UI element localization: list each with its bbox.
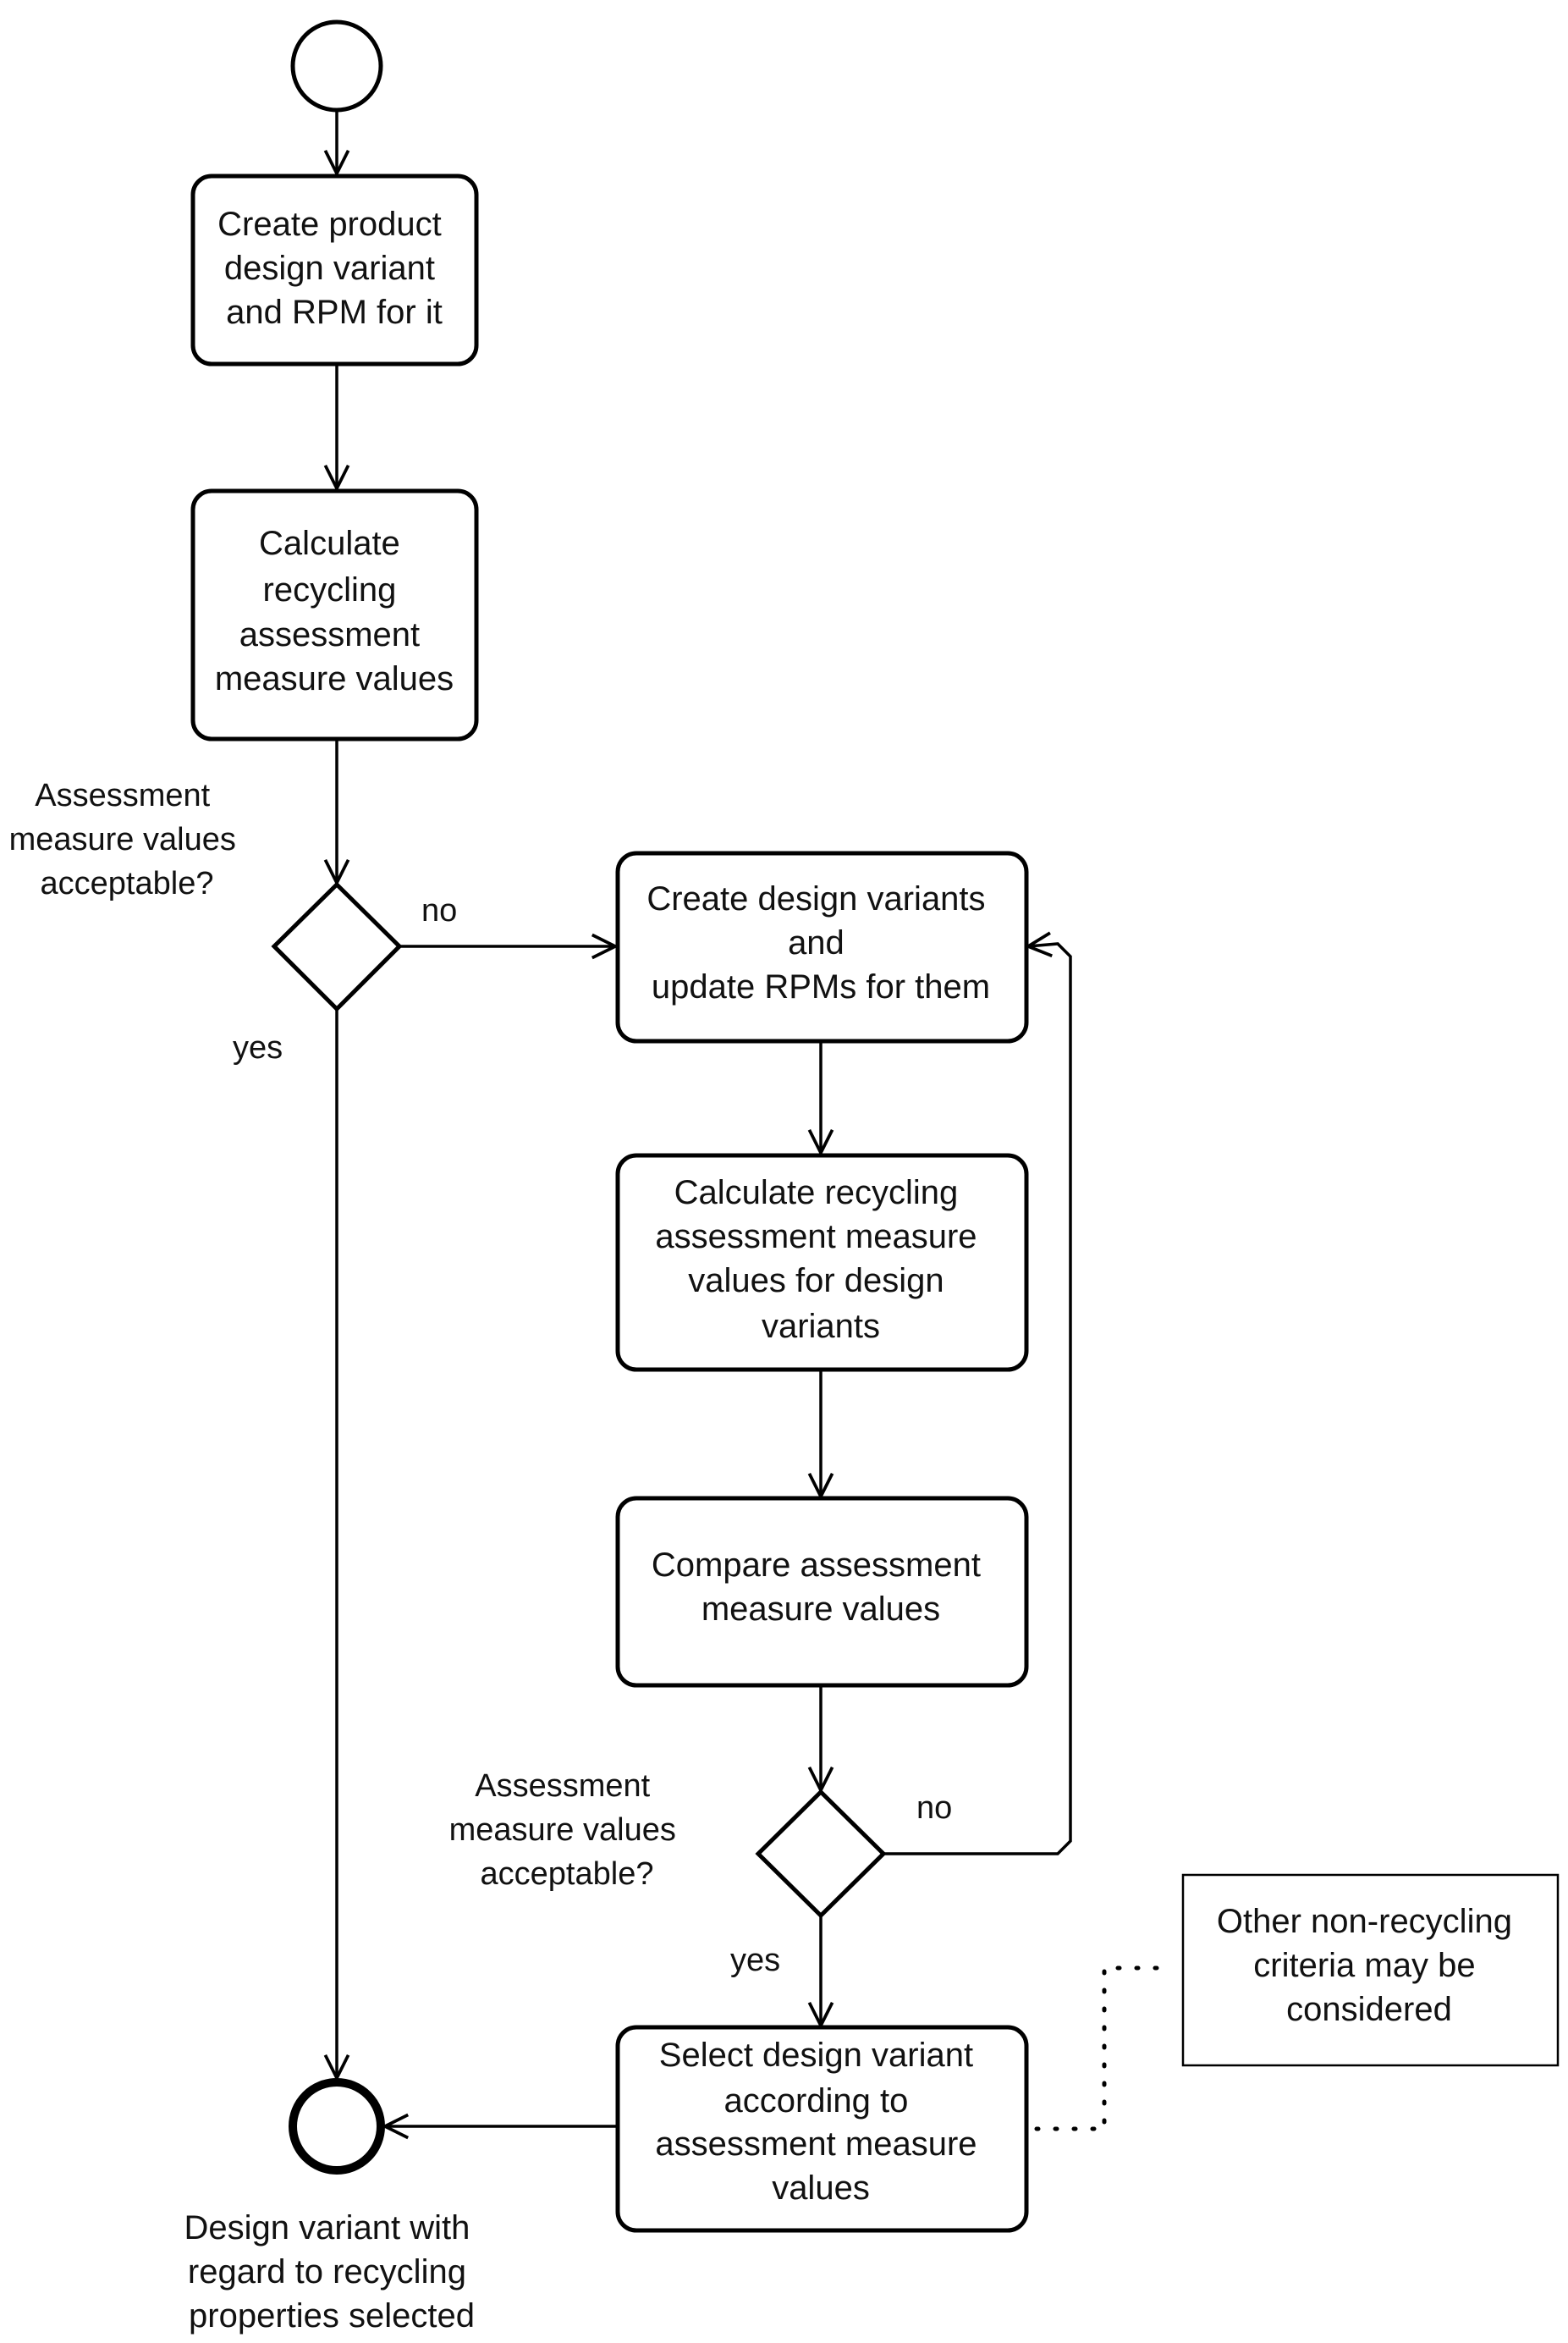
- calc2-line-4: variants: [762, 1308, 880, 1345]
- activity-calculate-variant-values: Calculate recycling assessment measure v…: [615, 1153, 1029, 1372]
- activity-create-product-variant: Create product design variant and RPM fo…: [190, 174, 479, 367]
- activity-compare-values: Compare assessment measure values: [615, 1496, 1029, 1688]
- select-line-1: Select design variant: [659, 2037, 973, 2074]
- calc-line-3: assessment: [239, 616, 420, 653]
- svg-text:Calculate recycling: Calculate recycling assessment measure v…: [215, 525, 454, 697]
- svg-text:Other non-recycling crit: Other non-recycling criteria may be cons…: [1217, 1903, 1521, 2028]
- activity-calculate-values: Calculate recycling assessment measure v…: [190, 488, 479, 741]
- decision-2-no-label: no: [916, 1790, 952, 1826]
- svg-text:Select design variant ac: Select design variant according to asses…: [655, 2037, 986, 2207]
- decision-1-question: Assessment measure values acceptable?: [9, 778, 245, 901]
- create-variant-line-3: and RPM for it: [226, 294, 443, 331]
- note-line-1: Other non-recycling: [1217, 1903, 1512, 1940]
- calc-line-1: Calculate: [259, 525, 400, 562]
- svg-text:Create product design va: Create product design variant and RPM fo…: [217, 206, 451, 331]
- create-variant-line-1: Create product: [217, 206, 442, 243]
- decision-2-yes-label: yes: [730, 1943, 780, 1978]
- start-node: [290, 19, 383, 113]
- calc2-line-2: assessment measure: [655, 1218, 977, 1255]
- calc-line-2: recycling: [263, 571, 397, 609]
- end-node: [289, 2078, 385, 2175]
- activity-select-design-variant: Select design variant according to asses…: [615, 2025, 1029, 2233]
- select-line-3: assessment measure: [655, 2125, 977, 2163]
- compare-line-1: Compare assessment: [652, 1546, 981, 1584]
- end-node-caption: Design variant with regard to recycling …: [184, 2209, 479, 2335]
- edges: [337, 112, 1175, 2131]
- decision-1: [271, 881, 403, 1012]
- edge-decision2-no-loop: [883, 944, 1072, 1855]
- annotation-note: Other non-recycling criteria may be cons…: [1181, 1873, 1560, 2067]
- svg-text:Create design variants a: Create design variants and update RPMs f…: [646, 880, 994, 1006]
- decision-1-yes-label: yes: [233, 1030, 283, 1066]
- decision-2: [755, 1789, 887, 1919]
- create-variants-line-2: and: [788, 924, 845, 962]
- calc2-line-1: Calculate recycling: [674, 1174, 959, 1211]
- note-connector: [1034, 1965, 1175, 2131]
- calc2-line-3: values for design: [688, 1262, 944, 1299]
- create-variants-line-3: update RPMs for them: [652, 968, 990, 1006]
- decision-2-question: Assessment measure values acceptable?: [449, 1768, 685, 1892]
- svg-text:Compare assessment measu: Compare assessment measure values: [652, 1546, 990, 1628]
- note-line-3: considered: [1286, 1991, 1452, 2028]
- decision-1-no-label: no: [421, 893, 457, 929]
- compare-line-2: measure values: [701, 1590, 940, 1628]
- create-variants-line-1: Create design variants: [646, 880, 985, 918]
- svg-text:Calculate recycling ass: Calculate recycling assessment measure v…: [655, 1174, 986, 1345]
- note-line-2: criteria may be: [1253, 1947, 1475, 1984]
- select-line-2: according to: [723, 2082, 908, 2120]
- create-variant-line-2: design variant: [224, 250, 435, 287]
- select-line-4: values: [772, 2169, 870, 2207]
- activity-create-design-variants: Create design variants and update RPMs f…: [615, 851, 1029, 1044]
- calc-line-4: measure values: [215, 660, 454, 697]
